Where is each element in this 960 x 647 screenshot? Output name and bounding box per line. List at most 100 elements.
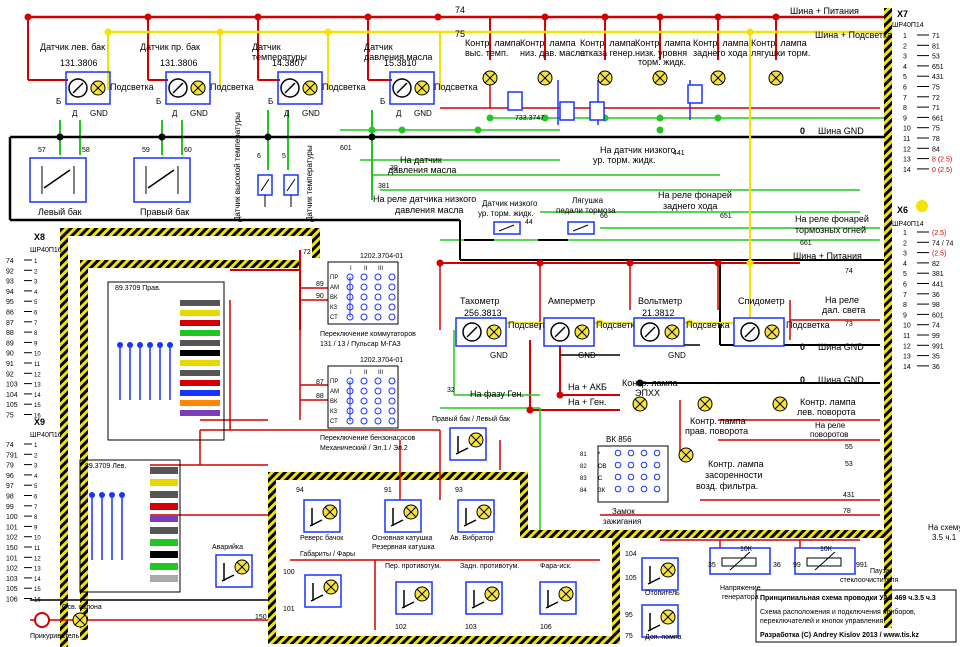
tank-sensor-body	[133, 157, 191, 203]
front-fog-label: Пер. противотум.	[385, 563, 441, 570]
x9-pins-pin-wire: 103	[6, 576, 18, 583]
stalk-contact	[137, 342, 143, 348]
gnd-zero-label-3: 0	[800, 375, 805, 385]
x6-pins-pin-number: 3	[903, 251, 907, 258]
sensor-gauge-icon-needle	[172, 82, 184, 94]
switch-matrix-2-col-label: I	[350, 370, 352, 376]
push-button-lever	[455, 447, 469, 455]
sensor-gnd-label: GND	[190, 109, 208, 118]
x9-pins-pin-number: 10	[34, 536, 41, 542]
indicator-lamp-4-cross-b	[680, 449, 692, 461]
low-oil-relay-label: На реле датчика низкого	[373, 194, 476, 204]
wire-66-label: 66	[600, 213, 608, 220]
x6-pins-pin-wire: 99	[932, 333, 940, 340]
x8-pins-pin-wire: 74	[6, 258, 14, 265]
sensor-light-icon	[190, 80, 206, 96]
switch-matrix-2-contact	[360, 417, 368, 425]
switch-matrix-1-row-label: КЗ	[330, 305, 337, 311]
sensor-code: 15.3810	[384, 58, 417, 68]
x9-pins-pin-number: 6	[34, 495, 38, 501]
sensor-title: Датчик лев. бак	[40, 42, 105, 52]
junction-dot-9	[772, 13, 780, 21]
wire-106-label: 106	[540, 624, 552, 631]
tank-sensor-body	[29, 157, 87, 203]
junction-dot-5	[541, 13, 549, 21]
scheme-link-label-2: 3.5 ч.1	[932, 533, 957, 542]
junction-dot-25	[474, 126, 482, 134]
wire-53-label: 53	[845, 461, 853, 468]
x8-pins-pin-number: 12	[34, 372, 41, 378]
x6-pins-pin-number: 5	[903, 271, 907, 278]
x7-pins-pin-wire: 431	[932, 74, 944, 81]
x6-connector: ШР40П14	[892, 221, 924, 228]
warning-lamp-line-2: заднего хода	[693, 48, 747, 58]
x7-pins-pin-wire: 661	[932, 115, 944, 122]
junction-dot-10	[104, 28, 112, 36]
switch-matrix-2-row-label: ВК	[330, 399, 338, 405]
switch-matrix-1-contact	[360, 283, 368, 291]
switch-matrix-1-contact	[388, 283, 396, 291]
warning-lamp-icon-cross-b	[654, 72, 666, 84]
instrument-gnd-label: GND	[490, 351, 508, 360]
switch-matrix-2-row-label: ПР	[330, 379, 338, 385]
relay-733-label: 733.3747	[515, 115, 544, 122]
push-button-light-icon-cross-b	[470, 434, 482, 446]
x9-pins-pin-number: 4	[34, 474, 38, 480]
wire-103-label: 103	[465, 624, 477, 631]
junction-dot-36	[556, 391, 564, 399]
instrument-light-icon	[664, 324, 680, 340]
warning-lamp-icon	[482, 70, 498, 86]
switch2-caption: Переключение бензонасосов	[320, 434, 416, 442]
instrument-code: 21.3812	[642, 308, 675, 318]
wire-32-label: 32	[447, 387, 455, 394]
wire-color-stripe	[180, 390, 220, 396]
x7-pins-pin-wire: 75	[932, 126, 940, 133]
indicator-lamp-3	[772, 396, 788, 412]
switch-matrix-1-contact	[374, 293, 382, 301]
sensor-body	[65, 71, 111, 105]
junction-dot-12	[324, 28, 332, 36]
x6-pins-pin-wire: 991	[932, 343, 944, 350]
instrument-light-icon	[486, 324, 502, 340]
push-button-9	[539, 581, 577, 615]
junction-dot-24	[398, 126, 406, 134]
instrument-light-label: Подсветка	[686, 320, 730, 330]
switch-matrix-2-contact	[374, 387, 382, 395]
gen-voltage-label-2: генератора	[722, 594, 759, 601]
instrument-dial-icon	[550, 322, 570, 342]
sensor-d-label: Д	[72, 109, 78, 118]
switch-matrix-1-contact	[360, 313, 368, 321]
x6-pins-pin-wire: 74 / 74	[932, 240, 954, 247]
status-indicator-icon	[916, 200, 928, 212]
wire-color-stripe	[180, 360, 220, 366]
x7-pins-pin-wire: 651	[932, 64, 944, 71]
junction-dot-6	[601, 13, 609, 21]
wire-39-label: 39	[390, 165, 398, 172]
switch-matrix-2-contact	[388, 377, 396, 385]
x7-pins-pin-number: 12	[903, 146, 911, 153]
x6-pins-pin-number: 12	[903, 343, 911, 350]
wire-color-stripe	[180, 300, 220, 306]
lighter-label: Прикуриватель	[30, 633, 79, 640]
x8-pins-pin-wire: 93	[6, 279, 14, 286]
indicator-lamp-3-cross-b	[774, 398, 786, 410]
wire-75-bottom-label: 75	[625, 633, 633, 640]
sensor-b-label: Б	[156, 97, 161, 106]
switch-matrix-2-contact	[388, 417, 396, 425]
ignition-contact	[627, 473, 635, 481]
x7-pins-pin-wire: 71	[932, 33, 940, 40]
tank-sensor-2	[133, 157, 191, 203]
brake-fluid-label-2: ур. торм. жидк.	[593, 155, 655, 165]
sensor-light-icon	[302, 80, 318, 96]
x7-pins-pin-number: 14	[903, 167, 911, 174]
switch-matrix-2-row-label: АМ	[330, 389, 339, 395]
switch-matrix-1-contact	[388, 273, 396, 281]
relay-coil-2	[559, 101, 575, 121]
wire-35-label: 35	[708, 562, 716, 569]
ignition-contact	[640, 485, 648, 493]
wire-100-label: 100	[283, 569, 295, 576]
